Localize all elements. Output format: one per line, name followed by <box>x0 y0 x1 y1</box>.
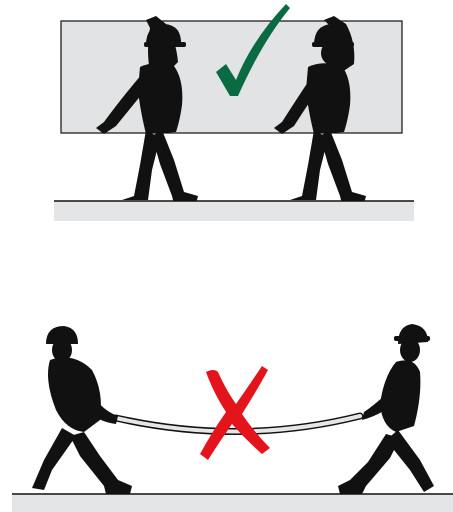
top-floor <box>54 201 414 221</box>
correct-scene <box>54 0 414 221</box>
right-carrier-figure <box>338 324 434 494</box>
incorrect-scene <box>12 324 453 512</box>
bottom-floor <box>12 494 453 512</box>
left-carrier-figure <box>32 326 132 494</box>
cross-icon <box>200 366 270 460</box>
